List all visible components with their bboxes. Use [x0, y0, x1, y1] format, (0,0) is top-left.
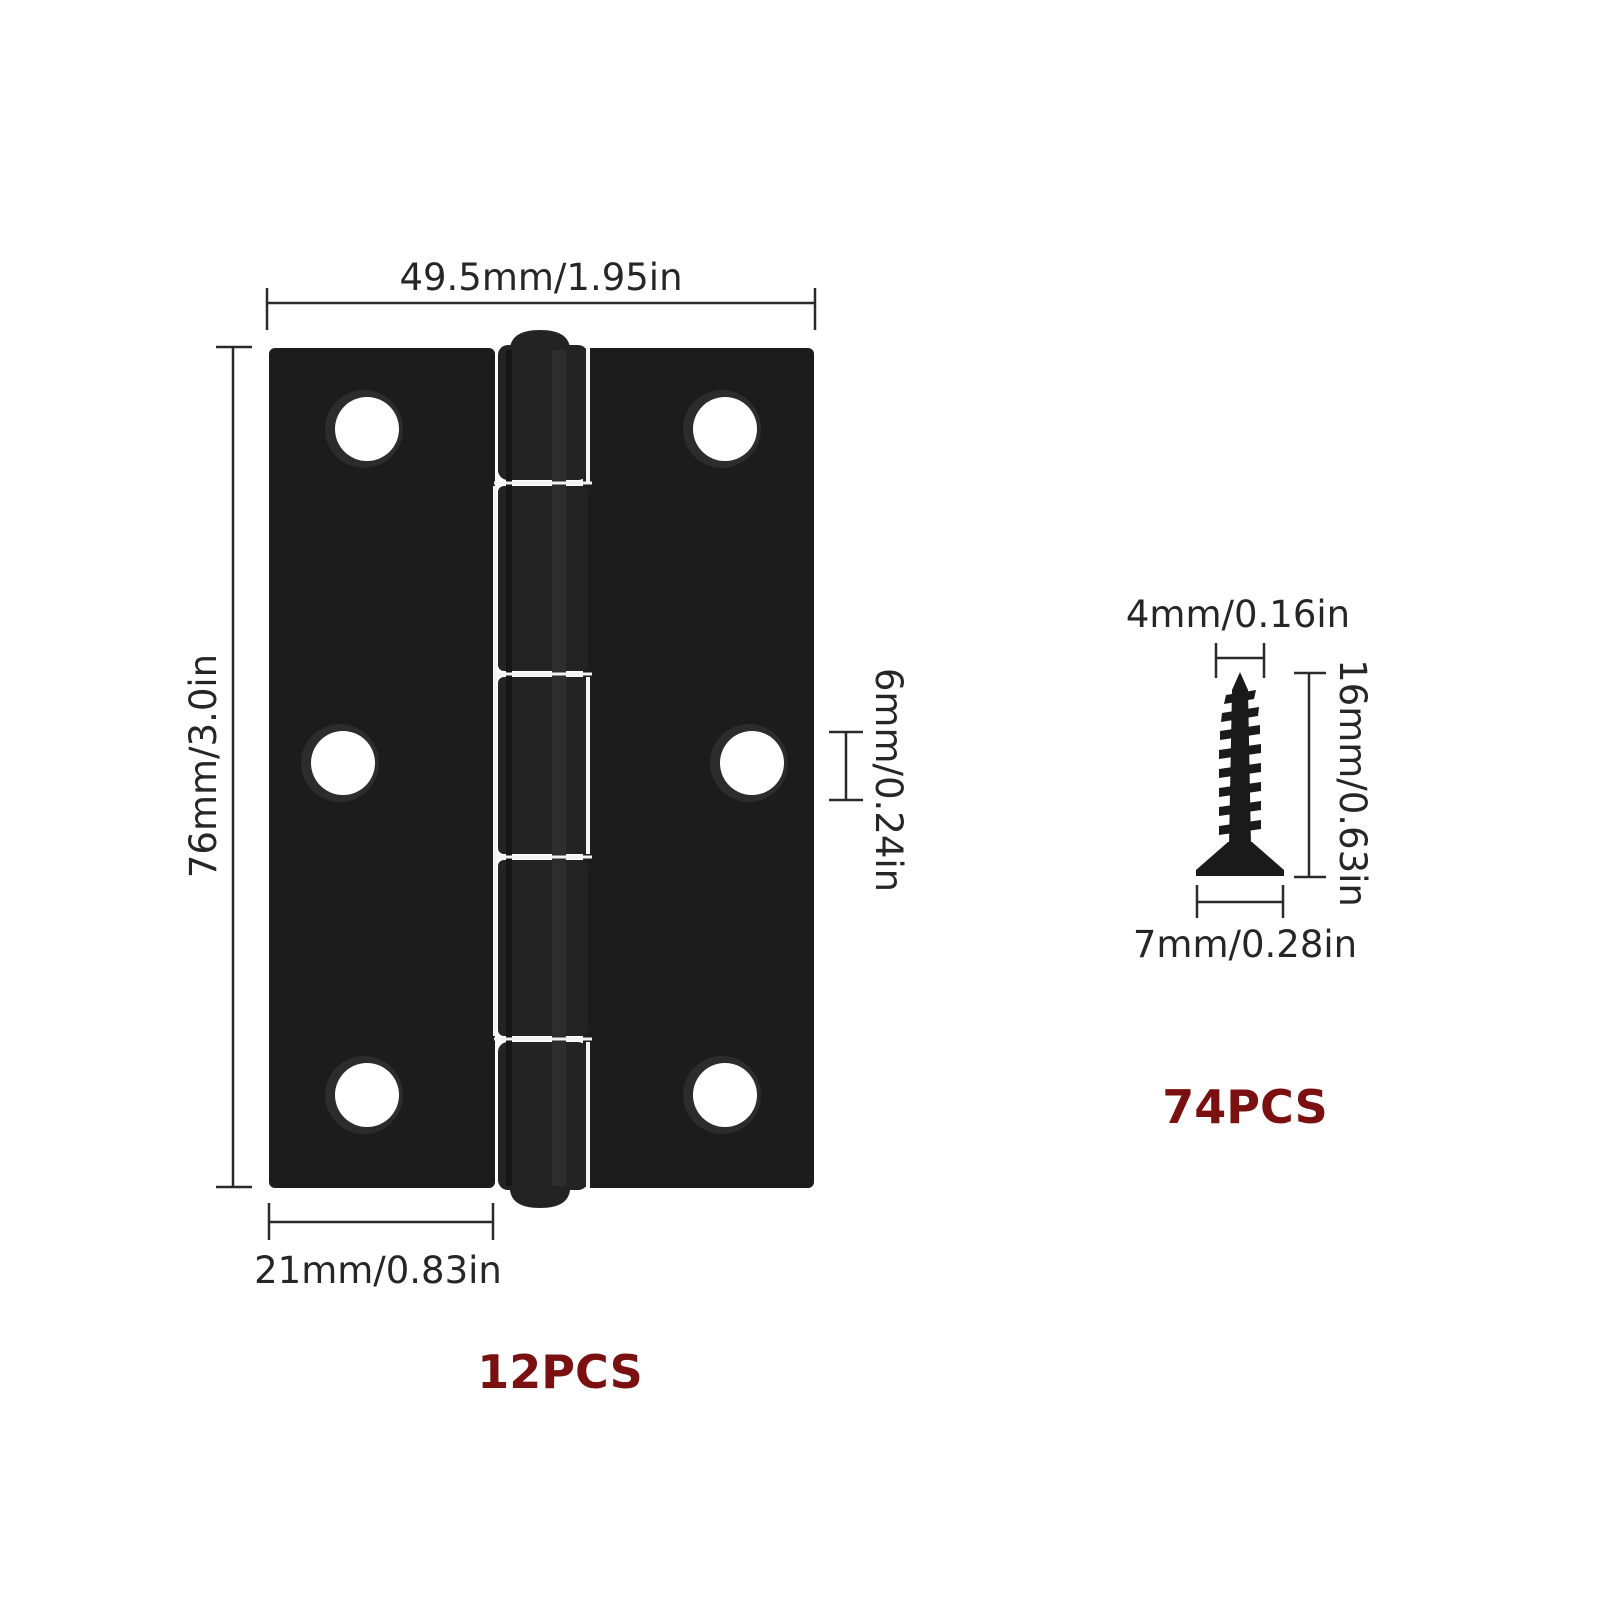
hinge-hole-diameter-dimension: 6mm/0.24in: [829, 668, 910, 892]
screw-shank-diameter-dimension: 4mm/0.16in: [1126, 593, 1350, 678]
hinge-hole: [311, 731, 375, 795]
hinge-hole-diameter-label: 6mm/0.24in: [867, 668, 910, 892]
hinge-quantity-label: 12PCS: [477, 1345, 642, 1399]
hinge-hole: [693, 397, 757, 461]
screw-length-label: 16mm/0.63in: [1331, 659, 1374, 907]
hinge-leaf-width-dimension: 21mm/0.83in: [254, 1203, 502, 1292]
hinge-screw-holes: [301, 390, 788, 1134]
screw-head: [1196, 842, 1284, 876]
hinge-illustration: [269, 330, 814, 1208]
hinge-width-label: 49.5mm/1.95in: [399, 256, 682, 299]
screw-head-diameter-dimension: 7mm/0.28in: [1133, 885, 1357, 966]
hinge-width-dimension: 49.5mm/1.95in: [265, 256, 817, 330]
hinge-hole: [335, 397, 399, 461]
hinge-hole: [720, 731, 784, 795]
screw-shank-diameter-label: 4mm/0.16in: [1126, 593, 1350, 636]
screw-quantity-label: 74PCS: [1162, 1080, 1327, 1134]
hinge-hole: [693, 1063, 757, 1127]
screw-threads: [1219, 690, 1261, 835]
hinge-pin-top-cap: [510, 330, 570, 348]
screw-illustration: [1196, 672, 1284, 876]
screw-length-dimension: 16mm/0.63in: [1294, 659, 1374, 907]
hinge-height-label: 76mm/3.0in: [182, 654, 225, 878]
hinge-hole: [335, 1063, 399, 1127]
hinge-height-dimension: 76mm/3.0in: [182, 345, 252, 1189]
hinge-pin-bottom-cap: [510, 1190, 570, 1208]
hinge-leaf-width-label: 21mm/0.83in: [254, 1249, 502, 1292]
hinge-right-leaf: [583, 348, 814, 1188]
hinge-left-leaf: [269, 348, 495, 1188]
screw-head-diameter-label: 7mm/0.28in: [1133, 923, 1357, 966]
hinge-knuckles: [498, 345, 588, 1190]
